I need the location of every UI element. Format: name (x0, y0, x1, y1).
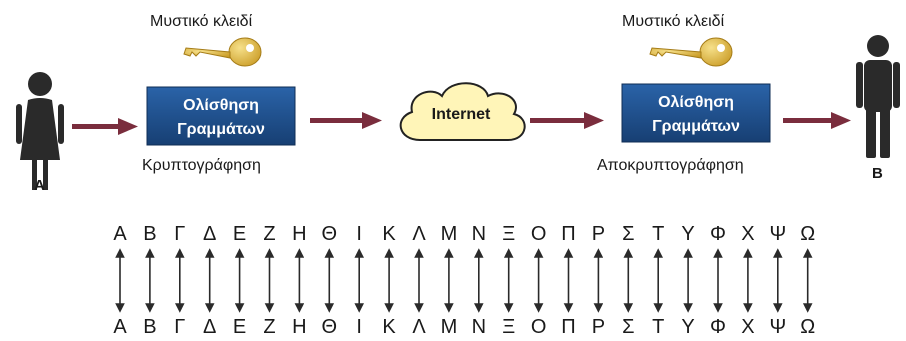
alphabet-top-letter: Λ (412, 223, 426, 245)
right-caption: Αποκρυπτογράφηση (597, 157, 744, 174)
alphabet-bottom-letter: Ε (233, 316, 246, 338)
arrow-a-to-box (72, 118, 138, 135)
arrow-box-to-b (783, 112, 851, 129)
alphabet-bottom-letter: Χ (741, 316, 754, 338)
right-shift-box: Ολίσθηση Γραμμάτων (621, 83, 771, 143)
alphabet-top-letter: Ρ (592, 223, 605, 245)
alphabet-top-letter: Ε (233, 223, 246, 245)
left-box-line2: Γραμμάτων (177, 121, 265, 138)
cloud-label: Internet (432, 106, 491, 123)
alphabet-bottom-letter: Η (292, 316, 306, 338)
alphabet-top-letter: Σ (622, 223, 634, 245)
arrow-cloud-to-box (530, 112, 604, 129)
alphabet-bottom-letter: Ξ (502, 316, 515, 338)
alphabet-bottom-letter: Φ (710, 316, 726, 338)
alphabet-top-letter: Ψ (769, 223, 786, 245)
alphabet-bottom-letter: Γ (174, 316, 185, 338)
alphabet-top-letter: Ω (800, 223, 815, 245)
alphabet-top-letter: Ζ (263, 223, 275, 245)
alphabet-bottom-letter: Π (561, 316, 575, 338)
alphabet-bottom-letter: Ν (472, 316, 486, 338)
alphabet-top-letter: Η (292, 223, 306, 245)
person-a-icon (16, 72, 64, 190)
person-b-label: B (872, 165, 883, 182)
alphabet-top-letter: Γ (174, 223, 185, 245)
alphabet-bottom-letter: Ω (800, 316, 815, 338)
alphabet-bottom-letter: Υ (681, 316, 694, 338)
right-box-line1: Ολίσθηση (658, 94, 734, 111)
alphabet-top-letter: Μ (441, 223, 458, 245)
right-key-icon (649, 37, 733, 67)
alphabet-bottom-letter: Σ (622, 316, 634, 338)
arrow-box-to-cloud (310, 112, 382, 129)
alphabet-top-letter: Β (143, 223, 156, 245)
alphabet-top-letter: Π (561, 223, 575, 245)
alphabet-top-letter: Ι (356, 223, 362, 245)
alphabet-bottom-letter: Λ (412, 316, 426, 338)
internet-cloud-icon: Internet (399, 82, 526, 141)
alphabet-bottom-letter: Κ (382, 316, 396, 338)
alphabet-bottom-letter: Θ (322, 316, 338, 338)
alphabet-bottom-letter: Δ (203, 316, 216, 338)
left-shift-box: Ολίσθηση Γραμμάτων (146, 86, 296, 146)
alphabet-top-letter: Θ (322, 223, 338, 245)
alphabet-top-letter: Κ (382, 223, 396, 245)
left-key-label: Μυστικό κλειδί (150, 13, 253, 30)
alphabet-arrows (115, 248, 813, 313)
alphabet-bottom-letter: Ψ (769, 316, 786, 338)
alphabet-top-letter: Φ (710, 223, 726, 245)
right-key-label: Μυστικό κλειδί (622, 13, 725, 30)
person-a-label: A (34, 177, 45, 194)
left-key-icon (183, 37, 262, 67)
alphabet-bottom-letter: Τ (652, 316, 664, 338)
alphabet-bottom-letter: Ι (356, 316, 362, 338)
alphabet-bottom-letter: Β (143, 316, 156, 338)
alphabet-top-letter: Υ (681, 223, 694, 245)
alphabet-top-letter: Τ (652, 223, 664, 245)
left-box-line1: Ολίσθηση (183, 97, 259, 114)
alphabet-bottom-letter: Ο (531, 316, 547, 338)
alphabet-top-letter: Ο (531, 223, 547, 245)
alphabet-bottom-letter: Μ (441, 316, 458, 338)
left-caption: Κρυπτογράφηση (142, 157, 261, 174)
person-b-icon (856, 35, 900, 158)
alphabet-bottom-letter: Α (113, 316, 127, 338)
alphabet-top-letter: Ξ (502, 223, 515, 245)
alphabet-top-letter: Α (113, 223, 127, 245)
right-box-line2: Γραμμάτων (652, 118, 740, 135)
alphabet-top-letter: Ν (472, 223, 486, 245)
alphabet-bottom-letter: Ρ (592, 316, 605, 338)
alphabet-bottom-letter: Ζ (263, 316, 275, 338)
alphabet-top-letter: Χ (741, 223, 754, 245)
alphabet-top-letter: Δ (203, 223, 216, 245)
